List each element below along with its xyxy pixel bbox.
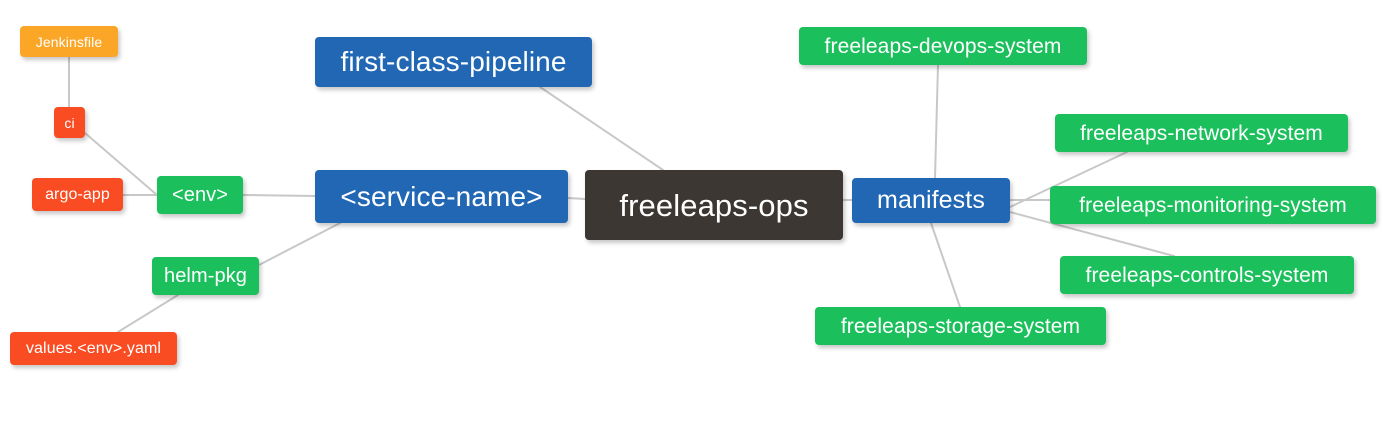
node-env[interactable]: <env> bbox=[157, 176, 243, 214]
node-freeleaps-network-system[interactable]: freeleaps-network-system bbox=[1055, 114, 1348, 152]
node-freeleaps-monitoring-system[interactable]: freeleaps-monitoring-system bbox=[1050, 186, 1376, 224]
node-freeleaps-controls-system[interactable]: freeleaps-controls-system bbox=[1060, 256, 1354, 294]
edge-env-to-service-name bbox=[242, 194, 316, 197]
node-ci[interactable]: ci bbox=[54, 107, 85, 138]
node-freeleaps-ops[interactable]: freeleaps-ops bbox=[585, 170, 843, 240]
node-jenkinsfile[interactable]: Jenkinsfile bbox=[20, 26, 118, 57]
edge-helm-pkg-to-service-name bbox=[258, 222, 341, 266]
node-freeleaps-devops-system[interactable]: freeleaps-devops-system bbox=[799, 27, 1087, 65]
node-service-name[interactable]: <service-name> bbox=[315, 170, 568, 223]
edge-service-name-to-freeleaps-ops bbox=[567, 197, 586, 200]
node-helm-pkg[interactable]: helm-pkg bbox=[152, 257, 259, 295]
node-freeleaps-storage-system[interactable]: freeleaps-storage-system bbox=[815, 307, 1106, 345]
node-manifests[interactable]: manifests bbox=[852, 178, 1010, 223]
node-values-yaml[interactable]: values.<env>.yaml bbox=[10, 332, 177, 365]
edge-manifests-to-freeleaps-devops-system bbox=[934, 64, 939, 179]
node-argo-app[interactable]: argo-app bbox=[32, 178, 123, 211]
node-first-class-pipeline[interactable]: first-class-pipeline bbox=[315, 37, 592, 87]
edge-first-class-pipeline-to-freeleaps-ops bbox=[539, 86, 664, 171]
edge-manifests-to-freeleaps-storage-system bbox=[930, 222, 961, 308]
edge-values-yaml-to-helm-pkg bbox=[117, 294, 179, 333]
